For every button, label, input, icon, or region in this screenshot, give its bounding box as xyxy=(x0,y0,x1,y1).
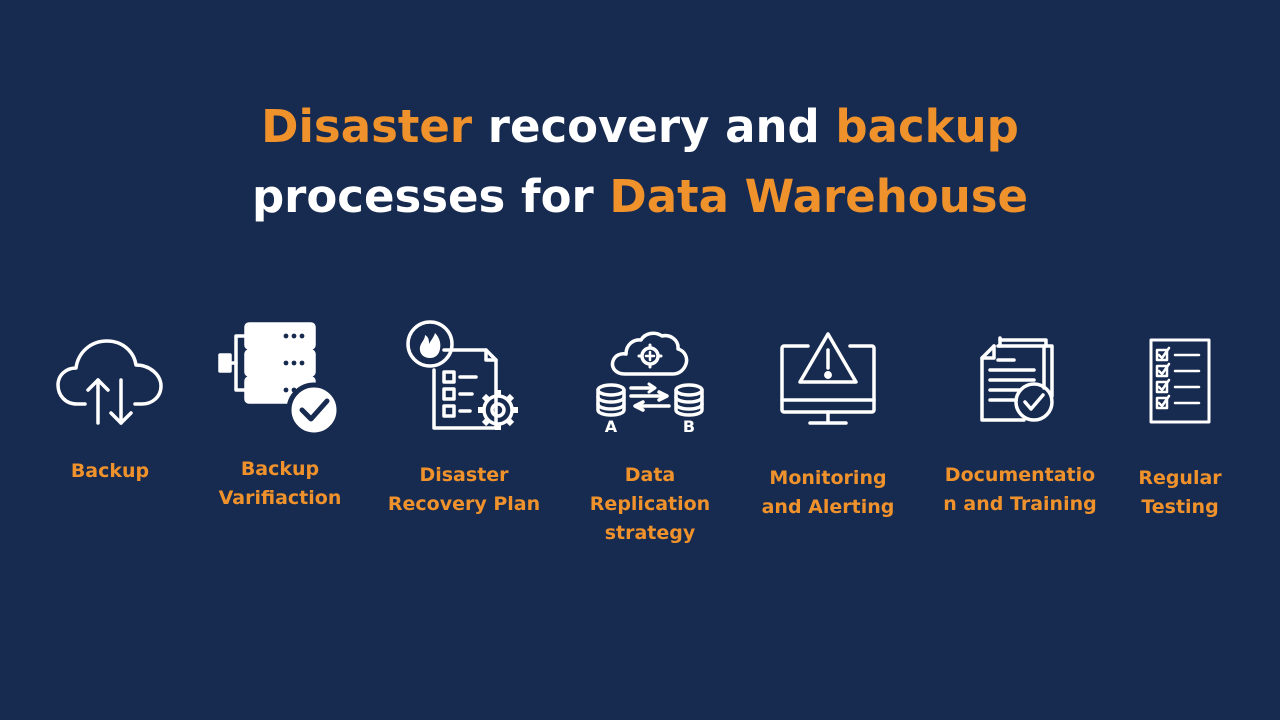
label-line: Disaster xyxy=(419,464,509,486)
db-label-a: A xyxy=(605,417,618,436)
plan-document-gear-icon xyxy=(406,318,522,434)
item-label: Data Replication strategy xyxy=(550,461,750,548)
label-line: Documentatio xyxy=(944,464,1096,486)
label-line: and Alerting xyxy=(761,496,895,518)
label-line: Data xyxy=(624,464,676,486)
title-line-1: Disaster recovery and backup xyxy=(0,92,1280,162)
item-label: Backup xyxy=(10,457,210,486)
page-title: Disaster recovery and backup processes f… xyxy=(0,92,1280,232)
item-regular-testing: Regular Testing xyxy=(1080,0,1280,720)
db-label-b: B xyxy=(683,417,695,436)
monitor-alert-icon xyxy=(780,330,876,426)
item-backup-verification: Backup Varifiaction xyxy=(180,0,380,720)
item-documentation-training: Documentatio n and Training xyxy=(920,0,1120,720)
cloud-sync-icon xyxy=(55,338,165,428)
item-data-replication: A B Data Replication strategy xyxy=(550,0,750,720)
item-monitoring-alerting: Monitoring and Alerting xyxy=(728,0,928,720)
label-line: Monitoring xyxy=(769,467,887,489)
label-line: Backup xyxy=(240,458,320,480)
title-line-2: processes for Data Warehouse xyxy=(0,162,1280,232)
item-label: Disaster Recovery Plan xyxy=(364,461,564,519)
title-segment: Disaster xyxy=(261,100,473,153)
label-line: Replication xyxy=(589,493,711,515)
label-line: n and Training xyxy=(943,493,1097,515)
item-label: Regular Testing xyxy=(1080,464,1280,522)
label-line: Backup xyxy=(70,460,150,482)
item-backup: Backup xyxy=(10,0,210,720)
item-label: Monitoring and Alerting xyxy=(728,464,928,522)
label-line: Recovery Plan xyxy=(387,493,541,515)
title-segment: recovery and xyxy=(472,100,836,153)
item-label: Backup Varifiaction xyxy=(180,455,380,513)
item-label: Documentatio n and Training xyxy=(920,461,1120,519)
title-segment: backup xyxy=(835,100,1019,153)
database-replication-icon: A B xyxy=(595,330,705,436)
checklist-icon xyxy=(1149,338,1211,424)
label-line: Regular xyxy=(1138,467,1222,489)
title-segment: processes for xyxy=(251,170,610,223)
label-line: Testing xyxy=(1141,496,1219,518)
label-line: strategy xyxy=(604,522,696,544)
server-check-icon xyxy=(218,322,342,438)
documents-check-icon xyxy=(980,336,1060,422)
item-disaster-recovery-plan: Disaster Recovery Plan xyxy=(364,0,564,720)
title-segment: Data Warehouse xyxy=(609,170,1029,223)
label-line: Varifiaction xyxy=(218,487,342,509)
